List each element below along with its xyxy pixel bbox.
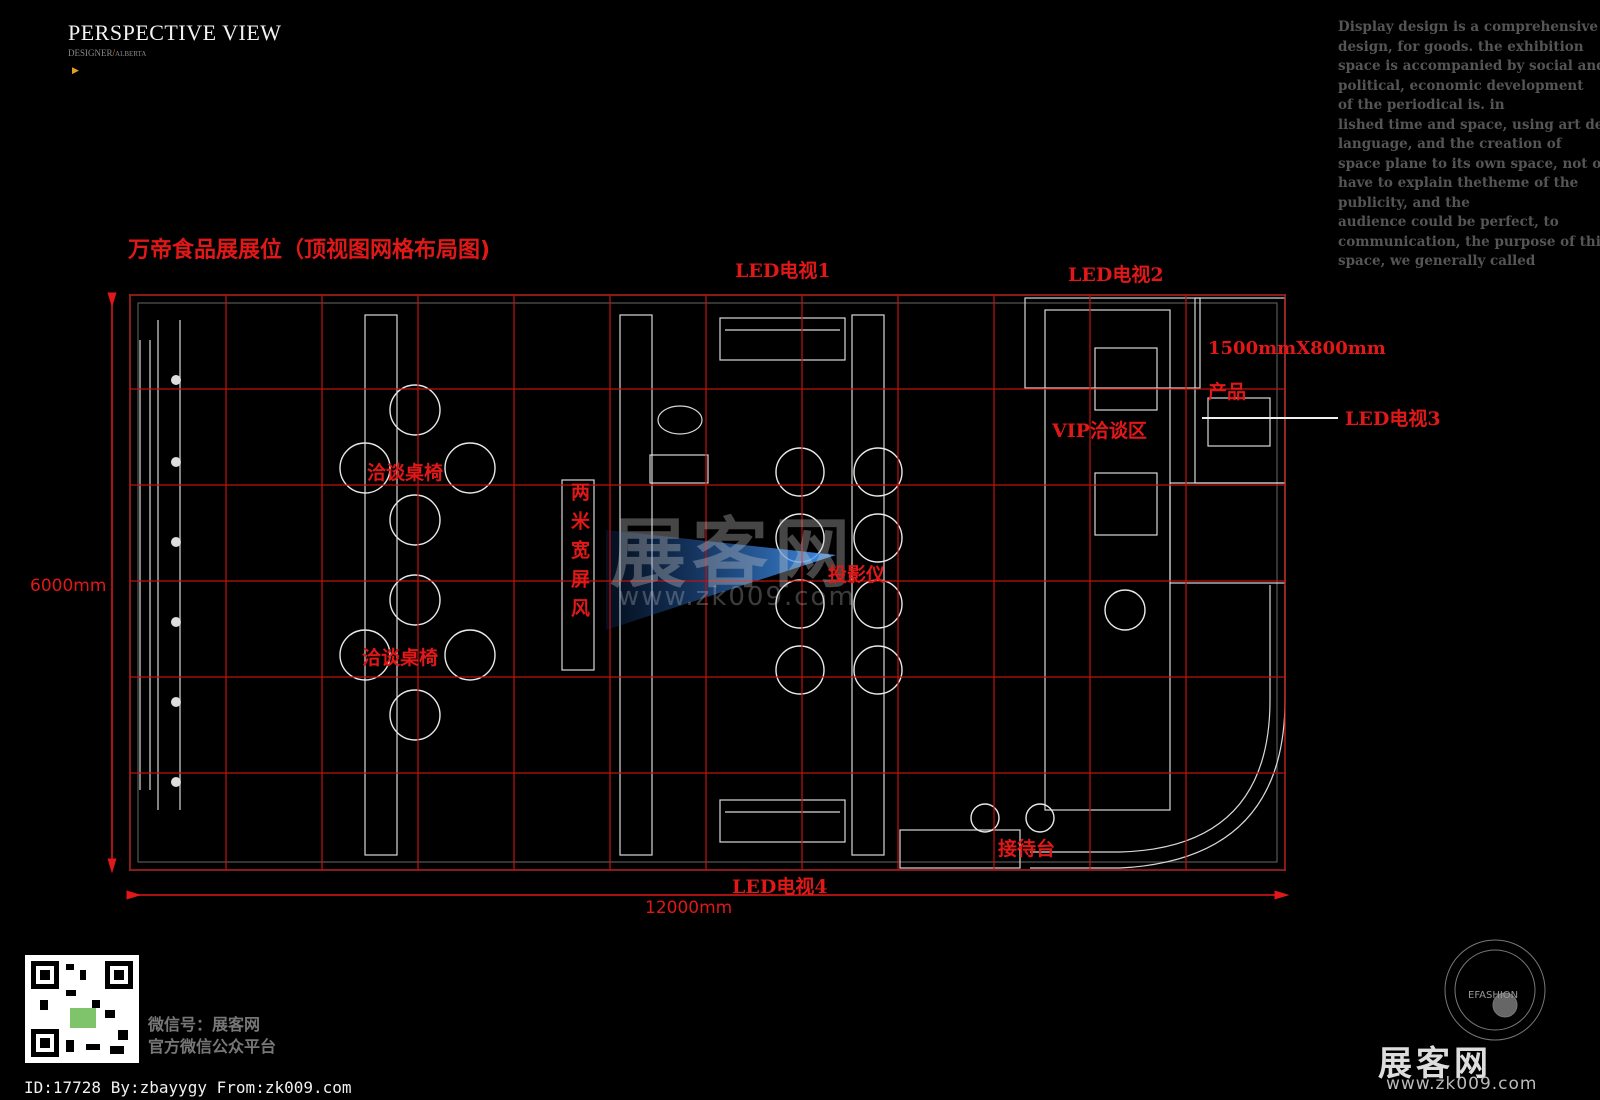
watermark-logo: 展客网 (610, 509, 856, 598)
blurb-line: audience could be perfect, to (1338, 214, 1559, 230)
blurb-line: space is accompanied by social and (1338, 58, 1600, 74)
blurb-line: design, for goods. the exhibition (1338, 38, 1584, 55)
qr-code (25, 955, 139, 1063)
company-seal (1444, 939, 1546, 1041)
label-led-tv-3: LED电视3 (1345, 408, 1441, 430)
plan-title: 万帝食品展展位（顶视图网格布局图) (128, 238, 491, 263)
label-product: 产品 (1208, 381, 1247, 403)
designer-label: DESIGNER (68, 48, 113, 58)
blurb-line: have to explain thetheme of the (1338, 175, 1579, 191)
label-negotiation-2: 洽谈桌椅 (362, 647, 439, 669)
blurb-line: publicity, and the (1338, 194, 1470, 211)
seal-text: EFASHION (1468, 990, 1519, 1001)
wechat-platform: 官方微信公众平台 (148, 1037, 277, 1056)
page-title: PERSPECTIVE VIEW (68, 20, 282, 45)
label-negotiation-1: 洽谈桌椅 (367, 462, 444, 484)
label-projector: 投影仪 (828, 564, 886, 586)
label-led-tv-4: LED电视4 (732, 876, 828, 898)
label-screen: 两米宽屏风 (568, 482, 590, 627)
blurb-line: space, we generally called (1338, 253, 1536, 269)
blurb-line: language, and the creation of (1338, 136, 1562, 152)
label-vip-area: VIP洽谈区 (1052, 420, 1147, 442)
projector-beam (606, 530, 836, 630)
watermark-url: www.zk009.com (618, 582, 856, 612)
layout-grid (129, 294, 1286, 871)
blurb-line: communication, the purpose of this (1338, 233, 1600, 250)
description-blurb: Display design is a comprehensive design,… (1338, 18, 1600, 272)
blurb-line: lished time and space, using art design (1338, 116, 1600, 133)
wall-lights (171, 375, 181, 787)
brand-url: www.zk009.com (1386, 1074, 1538, 1094)
brand-logo: 展客网 (1378, 1044, 1492, 1084)
designer-credit: DESIGNER/ALBERTA (68, 48, 147, 58)
height-dimension: 6000mm (30, 576, 107, 596)
dimension-lines (107, 292, 1290, 900)
wechat-id: 微信号：展客网 (148, 1015, 261, 1034)
blurb-line: political, economic development (1338, 77, 1584, 94)
label-product-size: 1500mmX800mm (1208, 338, 1386, 359)
label-reception: 接待台 (998, 838, 1056, 860)
label-led-tv-1: LED电视1 (735, 260, 831, 282)
chairs (339, 384, 1146, 833)
play-arrow-icon: ▶ (72, 66, 79, 76)
blurb-line: space plane to its own space, not only (1338, 155, 1600, 172)
label-led-tv-2: LED电视2 (1068, 264, 1164, 286)
width-dimension: 12000mm (645, 898, 733, 918)
designer-name: ALBERTA (115, 50, 147, 58)
image-id-line: ID:17728 By:zbayygy From:zk009.com (24, 1078, 352, 1097)
blurb-line: of the periodical is. in (1338, 97, 1505, 113)
blurb-line: Display design is a comprehensive (1338, 19, 1598, 35)
wechat-info: 微信号：展客网 官方微信公众平台 (148, 1014, 276, 1058)
